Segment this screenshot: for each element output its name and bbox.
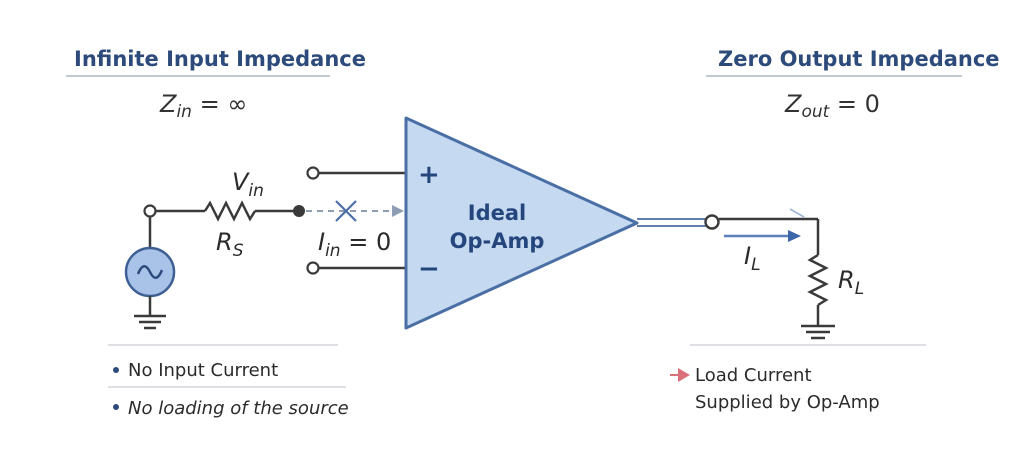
load-current-note-line1: Load Current: [695, 365, 812, 386]
blocked-current-x-icon: [335, 200, 357, 222]
opamp-triangle: [404, 116, 639, 330]
bullet-dot: [113, 367, 119, 373]
bullet-no-loading: No loading of the source: [128, 398, 349, 419]
inverting-terminal: [306, 261, 320, 275]
il-label: IL: [744, 242, 761, 275]
load-current-note-line2: Supplied by Op-Amp: [695, 392, 880, 413]
arrow-right-icon: [670, 368, 690, 382]
noninverting-terminal: [306, 166, 320, 180]
opamp-label-line1: Ideal: [468, 201, 526, 225]
iin-label: Iin = 0: [318, 228, 391, 261]
input-node-dot: [293, 205, 305, 217]
right-title: Zero Output Impedance: [718, 47, 1000, 71]
dashed-arrow-head: [392, 205, 404, 217]
rl-resistor: [807, 253, 829, 307]
plus-sign: +: [418, 160, 440, 190]
ac-source-icon: [124, 246, 176, 298]
bullet-dot: [113, 404, 119, 410]
ground-icon-output: [801, 324, 835, 340]
ground-icon: [134, 314, 166, 330]
vin-label: Vin: [232, 168, 264, 201]
source-terminal: [143, 204, 157, 218]
zin-formula: Zin = ∞: [159, 90, 247, 122]
minus-sign: −: [418, 254, 440, 284]
load-current-arrow-head: [788, 230, 801, 242]
rl-label: RL: [838, 266, 864, 299]
rs-resistor: [203, 200, 257, 222]
zout-formula: Zout = 0: [784, 90, 880, 122]
bullet-no-input-current: No Input Current: [128, 360, 278, 381]
rs-label: RS: [216, 228, 244, 261]
output-terminal: [704, 214, 720, 230]
current-flow-tick: [789, 208, 805, 218]
left-title: Infinite Input Impedance: [74, 47, 366, 71]
opamp-label-line2: Op-Amp: [450, 229, 545, 253]
